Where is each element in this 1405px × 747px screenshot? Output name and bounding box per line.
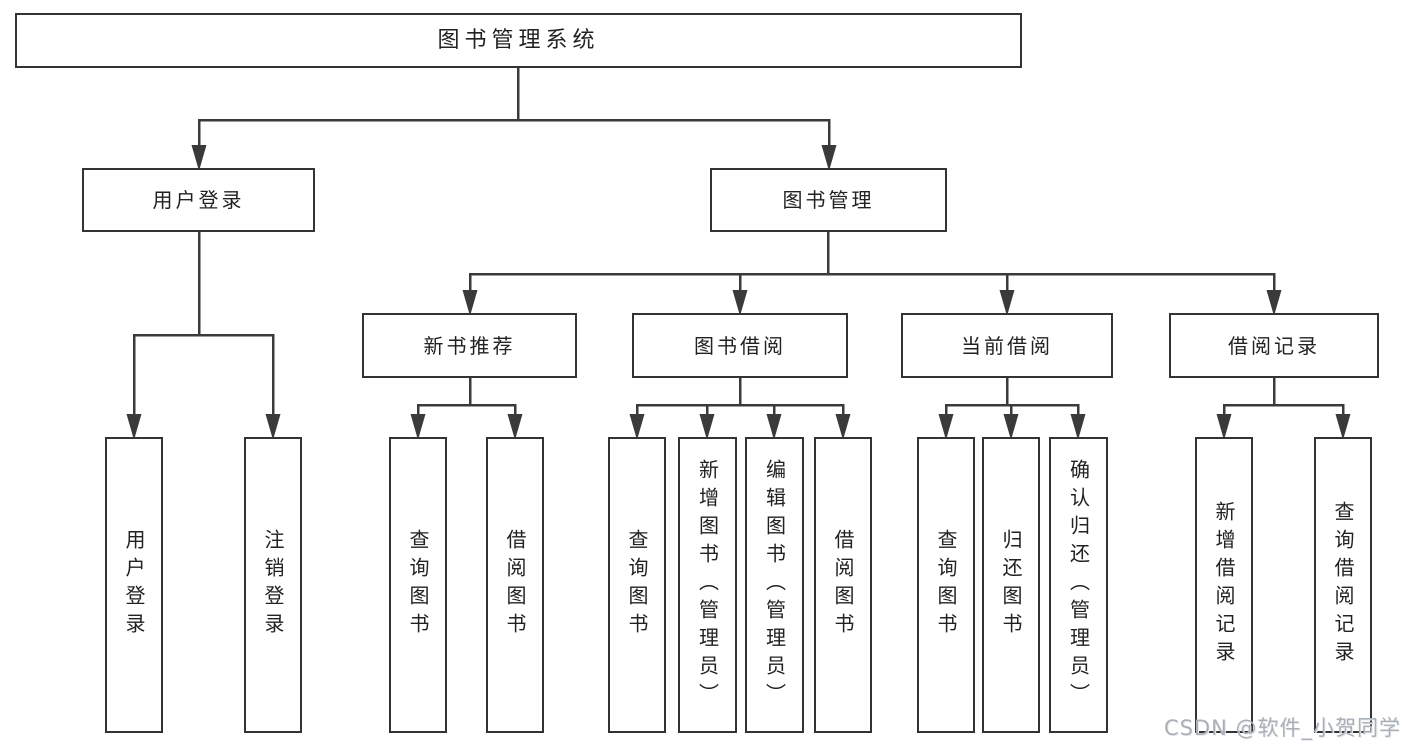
arrowhead-icon	[821, 145, 837, 171]
arrowhead-icon	[507, 414, 523, 440]
node-label: 借阅记录	[1228, 333, 1320, 358]
node-label: 用户登录	[152, 188, 245, 212]
node-book-management: 图书管理	[710, 168, 947, 232]
arrowhead-icon	[265, 414, 281, 440]
leaf-borrow-book: 借阅图书	[814, 437, 872, 733]
node-label: 图书借阅	[694, 333, 786, 358]
node-label: 图书管理系统	[437, 27, 600, 53]
node-new-book-recommend: 新书推荐	[362, 313, 577, 378]
arrowhead-icon	[766, 414, 782, 440]
node-label: 新增图书（管理员）	[695, 459, 720, 711]
arrowhead-icon	[1335, 414, 1351, 440]
leaf-add-borrow-record: 新增借阅记录	[1195, 437, 1253, 733]
leaf-query-book-current: 查询图书	[917, 437, 975, 733]
arrowhead-icon	[629, 414, 645, 440]
connector-user-login-branch	[126, 232, 281, 440]
node-label: 新增借阅记录	[1212, 501, 1236, 669]
leaf-edit-book-admin: 编辑图书（管理员）	[745, 437, 804, 733]
node-label: 新书推荐	[423, 333, 516, 358]
node-label: 注销登录	[261, 529, 285, 641]
leaf-borrow-book-recommend: 借阅图书	[486, 437, 544, 733]
node-label: 借阅图书	[831, 529, 855, 641]
arrowhead-icon	[732, 290, 748, 316]
node-label: 查询图书	[625, 529, 649, 641]
connector-borrow-record-branch	[1216, 378, 1351, 440]
arrowhead-icon	[1216, 414, 1232, 440]
node-label: 归还图书	[999, 529, 1023, 641]
leaf-query-book-recommend: 查询图书	[389, 437, 447, 733]
node-label: 编辑图书（管理员）	[762, 459, 787, 711]
connector-new-book-branch	[410, 378, 523, 440]
connector-root-to-level2	[191, 68, 837, 171]
node-label: 查询图书	[406, 529, 430, 641]
arrowhead-icon	[938, 414, 954, 440]
node-label: 用户登录	[122, 529, 146, 641]
connector-current-borrow-branch	[938, 378, 1086, 440]
node-label: 当前借阅	[961, 333, 1053, 358]
leaf-return-book: 归还图书	[982, 437, 1040, 733]
arrowhead-icon	[699, 414, 715, 440]
connector-book-mgmt-to-level3	[462, 232, 1282, 316]
leaf-query-borrow-record: 查询借阅记录	[1314, 437, 1372, 733]
arrowhead-icon	[191, 145, 207, 171]
node-book-borrow: 图书借阅	[632, 313, 848, 378]
arrowhead-icon	[835, 414, 851, 440]
node-label: 确认归还（管理员）	[1066, 459, 1091, 711]
arrowhead-icon	[1266, 290, 1282, 316]
leaf-confirm-return-admin: 确认归还（管理员）	[1049, 437, 1108, 733]
node-label: 查询图书	[934, 529, 958, 641]
leaf-user-login: 用户登录	[105, 437, 163, 733]
node-user-login: 用户登录	[82, 168, 315, 232]
leaf-add-book-admin: 新增图书（管理员）	[678, 437, 737, 733]
node-label: 查询借阅记录	[1331, 501, 1355, 669]
node-label: 图书管理	[782, 188, 875, 212]
arrowhead-icon	[1070, 414, 1086, 440]
arrowhead-icon	[410, 414, 426, 440]
arrowhead-icon	[462, 290, 478, 316]
arrowhead-icon	[1003, 414, 1019, 440]
arrowhead-icon	[999, 290, 1015, 316]
node-current-borrow: 当前借阅	[901, 313, 1113, 378]
leaf-logout: 注销登录	[244, 437, 302, 733]
arrowhead-icon	[126, 414, 142, 440]
node-label: 借阅图书	[503, 529, 527, 641]
csdn-watermark: CSDN @软件_小贺同学	[1163, 716, 1401, 740]
node-library-management-system: 图书管理系统	[15, 13, 1022, 68]
connector-book-borrow-branch	[629, 378, 851, 440]
node-borrow-records: 借阅记录	[1169, 313, 1379, 378]
leaf-query-book-borrow: 查询图书	[608, 437, 666, 733]
